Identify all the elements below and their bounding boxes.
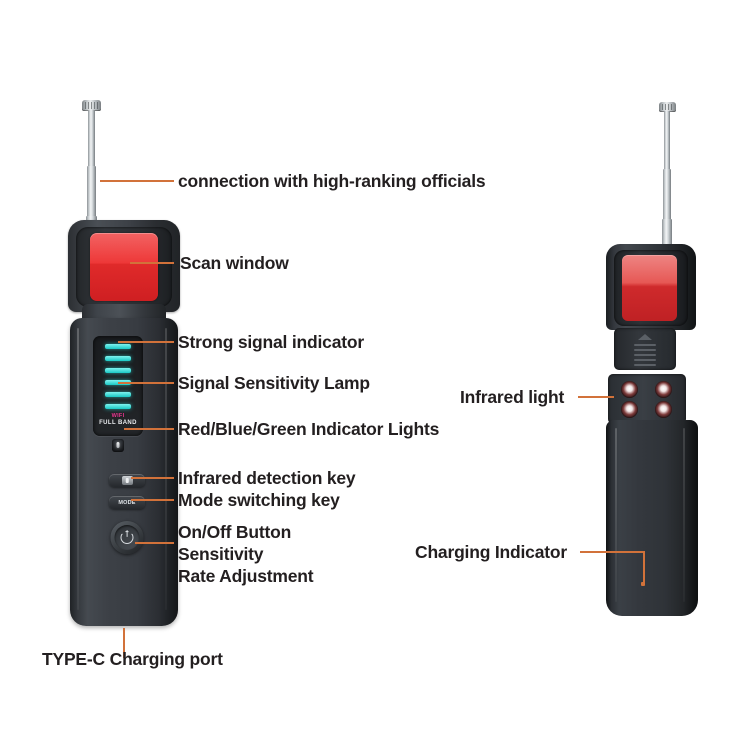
label-type-c-port: TYPE-C Charging port	[42, 649, 223, 669]
label-sensitivity-lamp: Signal Sensitivity Lamp	[178, 373, 370, 393]
signal-bar-2	[105, 356, 131, 361]
infrared-detection-key[interactable]	[109, 474, 145, 487]
leader-charging-indicator-v	[643, 551, 645, 585]
leader-antenna	[100, 180, 174, 182]
label-power-button: On/Off Button Sensitivity Rate Adjustmen…	[178, 522, 314, 587]
infrared-led-3	[621, 401, 638, 418]
label-scan-window: Scan window	[180, 253, 289, 273]
led-indicator-panel: WIFI FULL BAND	[93, 336, 143, 452]
back-scan-window	[622, 255, 677, 321]
leader-rgb-lights	[124, 428, 174, 430]
device-front-view: WIFI FULL BAND MODE	[62, 96, 192, 626]
grille-line-4	[634, 359, 656, 361]
antenna-segment-2	[87, 166, 96, 218]
label-rgb-lights: Red/Blue/Green Indicator Lights	[178, 419, 440, 439]
leader-scan-window	[130, 262, 174, 264]
label-antenna: connection with high-ranking officials	[178, 171, 486, 191]
leader-infrared-light	[578, 396, 614, 398]
grille-line-2	[634, 349, 656, 351]
leader-power-button	[135, 542, 174, 544]
infrared-led-1	[621, 381, 638, 398]
device-back-view	[596, 96, 716, 616]
leader-infrared-key	[131, 477, 174, 479]
power-icon	[120, 530, 134, 544]
infrared-icon	[121, 476, 133, 485]
antenna-back-segment-1	[664, 111, 670, 171]
antenna-segment-1	[88, 110, 95, 168]
mode-key-label: MODE	[118, 499, 136, 506]
scan-window	[90, 233, 158, 301]
signal-bar-1	[105, 344, 131, 349]
grille-line-3	[634, 354, 656, 356]
body-highlight-left	[77, 328, 79, 610]
power-button[interactable]	[110, 521, 144, 554]
antenna-tip-knob-back	[659, 102, 676, 112]
leader-sensitivity-lamp	[118, 382, 174, 384]
power-button-inner	[114, 525, 140, 550]
label-mode-key: Mode switching key	[178, 490, 340, 510]
grille-line-1	[634, 344, 656, 346]
wifi-label: WIFI	[111, 413, 125, 419]
grille-line-5	[634, 364, 656, 366]
rgb-indicator-lamp	[112, 439, 124, 452]
infrared-led-2	[655, 381, 672, 398]
back-grille-panel	[614, 328, 676, 370]
signal-bar-6	[105, 404, 131, 409]
signal-bar-3	[105, 368, 131, 373]
leader-strong-signal	[118, 341, 174, 343]
infrared-led-4	[655, 401, 672, 418]
body-highlight-right	[165, 328, 167, 610]
up-arrow-icon	[638, 334, 652, 340]
label-infrared-light: Infrared light	[460, 387, 565, 407]
antenna-back-segment-2	[663, 169, 671, 221]
full-band-label: FULL BAND	[99, 420, 137, 426]
back-highlight-left	[615, 428, 617, 602]
signal-bar-5	[105, 392, 131, 397]
antenna-tip-knob	[82, 100, 101, 111]
back-body	[606, 420, 698, 616]
leader-mode-key	[131, 499, 174, 501]
label-charging-indicator: Charging Indicator	[415, 542, 567, 562]
mode-switch-key[interactable]: MODE	[109, 496, 145, 509]
leader-type-c-port	[123, 628, 125, 658]
back-highlight-right	[683, 428, 685, 602]
label-strong-signal: Strong signal indicator	[178, 332, 364, 352]
label-infrared-key: Infrared detection key	[178, 468, 356, 488]
infrared-led-panel	[608, 374, 686, 424]
leader-charging-indicator-dot	[641, 582, 645, 586]
leader-charging-indicator-h	[580, 551, 645, 553]
